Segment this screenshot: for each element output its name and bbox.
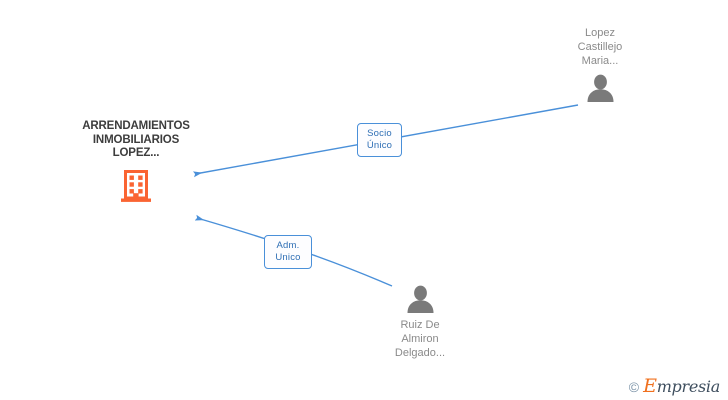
copyright-icon: ©	[628, 378, 640, 395]
watermark-rest: mpresia	[656, 377, 721, 396]
person-node-top[interactable]: Lopez Castillejo Maria...	[540, 26, 660, 102]
building-icon	[121, 169, 151, 202]
empresia-watermark: © Empresia	[628, 377, 721, 396]
watermark-initial: E	[643, 375, 657, 397]
person-icon	[587, 74, 613, 102]
person-name-label: Ruiz De Almiron Delgado...	[394, 319, 446, 359]
person-icon-wrap	[540, 74, 660, 102]
relation-label-socio-unico[interactable]: Socio Único	[357, 123, 402, 157]
company-node[interactable]: ARRENDAMIENTOS INMOBILIARIOS LOPEZ...	[48, 120, 224, 203]
person-name-label: Lopez Castillejo Maria...	[577, 27, 623, 67]
person-node-bottom[interactable]: Ruiz De Almiron Delgado...	[360, 285, 480, 360]
watermark-brand: Empresia	[643, 377, 720, 396]
company-name-label: ARRENDAMIENTOS INMOBILIARIOS LOPEZ...	[82, 120, 190, 159]
person-icon-wrap	[360, 285, 480, 313]
company-icon-wrap	[48, 169, 224, 203]
person-icon	[407, 285, 433, 313]
relation-label-adm-unico[interactable]: Adm. Unico	[264, 235, 312, 269]
